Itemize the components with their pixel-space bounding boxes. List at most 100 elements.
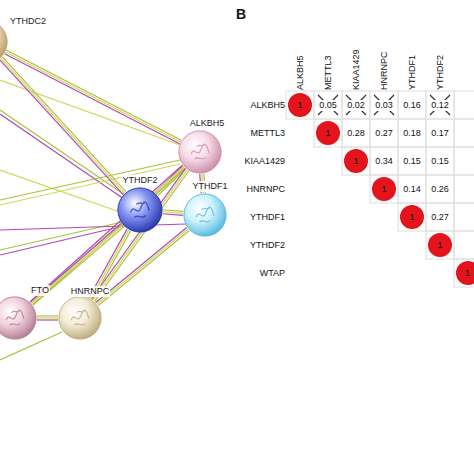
correlation-value: 0.26 [431,184,449,195]
correlation-value: 0.17 [431,128,449,139]
correlation-value: 0.27 [375,128,393,139]
correlation-dot [428,233,452,257]
correlation-value: 0.15 [403,156,421,167]
diagonal-value: 1 [297,100,302,111]
correlation-dot [316,121,340,145]
evidence-line [0,60,123,195]
matrix-cell [426,147,454,175]
matrix-cell [454,231,474,259]
diagonal-value: 1 [381,184,386,195]
correlation-dot [288,93,312,117]
evidence-line [37,317,58,318]
protein-structure [6,310,24,325]
correlation-value: 0.28 [347,128,365,139]
row-header: WTAP [260,268,285,279]
diagonal-value: 1 [353,156,358,167]
node-disc [184,194,226,236]
matrix-cell [370,175,398,203]
evidence-line [1,58,125,193]
evidence-line [37,319,58,320]
correlation-value: 0.12 [430,100,450,111]
correlation-value: 0.14 [403,184,421,195]
node-circle [0,20,8,64]
protein-structure [71,310,89,325]
protein-node: YTHDF2 [117,187,163,233]
node-circle [0,296,37,340]
row-header: HNRNPC [246,184,285,195]
matrix-cell [426,119,454,147]
matrix-cell [370,147,398,175]
correlation-value: 0.15 [431,156,449,167]
matrix-cell [454,91,474,119]
row-header: ALKBH5 [250,100,285,111]
node-label: YTHDF2 [121,175,158,186]
correlation-dot [344,149,368,173]
matrix-cell [426,175,454,203]
matrix-cell [370,91,398,119]
evidence-line [95,171,189,301]
matrix-cell [454,147,474,175]
column-header: HNRNPC [379,51,390,90]
matrix-cell [426,231,454,259]
column-header: YTHDF1 [407,55,418,90]
correlation-value: 0.16 [403,100,421,111]
node-label: HNRNPC [70,286,111,297]
matrix-cell [370,119,398,147]
node-disc [59,297,101,339]
correlation-value: 0.02 [346,100,366,111]
node-disc [0,297,36,339]
evidence-line [163,214,183,216]
panel-letter: B [236,6,246,22]
matrix-cell [342,91,370,119]
insignificant-cross [374,95,394,115]
row-header: KIAA1429 [244,156,285,167]
link-line [0,224,186,230]
matrix-cell [314,119,342,147]
matrix-cell [398,147,426,175]
column-header: YTHDF2 [435,55,446,90]
correlation-dot [372,177,396,201]
interaction-edge [163,210,183,216]
correlation-value: 0.34 [375,156,393,167]
diagonal-value: 1 [325,128,330,139]
evidence-line [37,315,58,316]
diagonal-value: 1 [437,240,442,251]
column-header: KIAA1429 [351,49,362,90]
matrix-cell [454,203,474,231]
protein-node: ALKBH5 [178,130,222,174]
node-circle [178,130,222,174]
evidence-line [91,169,185,299]
correlation-dot [400,205,424,229]
matrix-cell [398,91,426,119]
column-header: METTL3 [323,55,334,90]
correlation-value: 0.27 [431,212,449,223]
correlation-value: 0.05 [318,100,338,111]
protein-structure [191,144,209,159]
evidence-line [6,52,181,142]
interaction-edge [91,169,188,302]
matrix-cell [426,203,454,231]
evidence-line [30,224,121,303]
row-header: METTL3 [250,128,285,139]
insignificant-cross [318,95,338,115]
row-header: YTHDF1 [250,212,285,223]
correlation-value: 0.03 [374,100,394,111]
node-label: ALKBH5 [189,118,226,129]
node-label: YTHDF1 [191,181,228,192]
column-header: ALKBH5 [295,55,306,90]
matrix-cell [342,119,370,147]
node-disc [0,21,7,63]
node-label: YTHDC2 [9,16,47,27]
diagonal-value: 1 [465,268,470,279]
matrix-cell [342,147,370,175]
diagonal-value: 1 [409,212,414,223]
insignificant-cross [346,95,366,115]
matrix-cell [426,91,454,119]
matrix-cell [454,175,474,203]
node-circle [117,187,163,233]
node-disc [179,131,221,173]
evidence-line [93,170,187,300]
node-label: FTO [30,285,50,296]
evidence-line [163,212,183,214]
